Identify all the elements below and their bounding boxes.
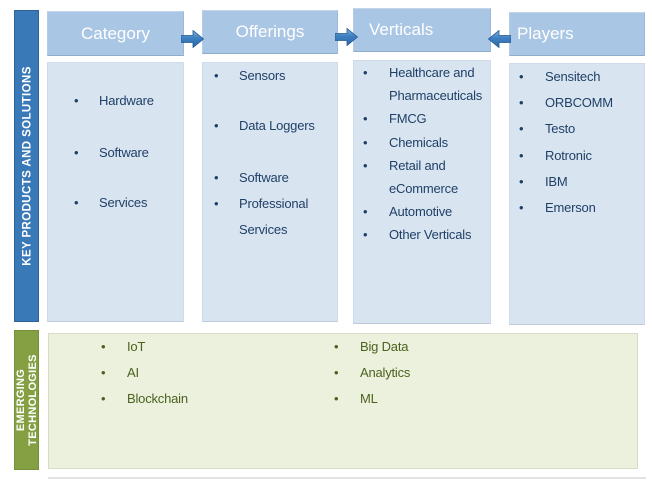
list-item: Retail and eCommerce (363, 154, 489, 200)
emerging-technologies-band: EMERGING TECHNOLOGIES (14, 330, 39, 470)
list-item: IBM (519, 169, 642, 195)
players-box: SensitechORBCOMMTestoRotronicIBMEmerson (509, 63, 645, 325)
list-item: Chemicals (363, 131, 489, 154)
category-header: Category (47, 11, 184, 56)
verticals-list: Healthcare and PharmaceuticalsFMCGChemic… (363, 61, 489, 246)
list-item: Sensors (214, 63, 335, 89)
verticals-header: Verticals (353, 8, 491, 52)
list-item: Analytics (334, 360, 410, 386)
list-item: Data Loggers (214, 113, 335, 139)
flow-arrow-right-icon (181, 30, 204, 48)
list-item: FMCG (363, 107, 489, 130)
list-item: Other Verticals (363, 223, 489, 246)
list-item: Hardware (74, 88, 181, 113)
list-item: Rotronic (519, 143, 642, 169)
category-list: HardwareSoftwareServices (74, 63, 181, 215)
list-item: Testo (519, 116, 642, 142)
players-list: SensitechORBCOMMTestoRotronicIBMEmerson (519, 64, 642, 221)
bottom-shadow (48, 477, 646, 479)
flow-arrow-right-icon (335, 28, 358, 46)
players-header: Players (509, 12, 645, 56)
key-products-band: KEY PRODUCTS AND SOLUTIONS (14, 10, 39, 322)
list-item: IoT (101, 334, 188, 360)
emerging-list-2: Big DataAnalyticsML (334, 334, 410, 412)
offerings-list: SensorsData LoggersSoftwareProfessional … (214, 63, 335, 243)
list-item: AI (101, 360, 188, 386)
list-item: Software (214, 165, 335, 191)
offerings-header: Offerings (202, 10, 338, 54)
list-item: Software (74, 140, 181, 165)
verticals-box: Healthcare and PharmaceuticalsFMCGChemic… (353, 60, 491, 324)
offerings-box: SensorsData LoggersSoftwareProfessional … (202, 62, 338, 322)
key-products-label: KEY PRODUCTS AND SOLUTIONS (20, 66, 33, 266)
list-item: Professional Services (214, 191, 335, 243)
list-item: Emerson (519, 195, 642, 221)
emerging-technologies-label: EMERGING TECHNOLOGIES (14, 354, 39, 446)
list-item: ML (334, 386, 410, 412)
category-box: HardwareSoftwareServices (47, 62, 184, 322)
emerging-technologies-box: IoTAIBlockchain Big DataAnalyticsML (48, 333, 638, 469)
list-item: Healthcare and Pharmaceuticals (363, 61, 489, 107)
list-item: Blockchain (101, 386, 188, 412)
list-item: Automotive (363, 200, 489, 223)
list-item: Sensitech (519, 64, 642, 90)
list-item: Services (74, 190, 181, 215)
flow-arrow-left-icon (488, 30, 511, 48)
list-item: ORBCOMM (519, 90, 642, 116)
emerging-list-1: IoTAIBlockchain (101, 334, 188, 412)
list-item: Big Data (334, 334, 410, 360)
